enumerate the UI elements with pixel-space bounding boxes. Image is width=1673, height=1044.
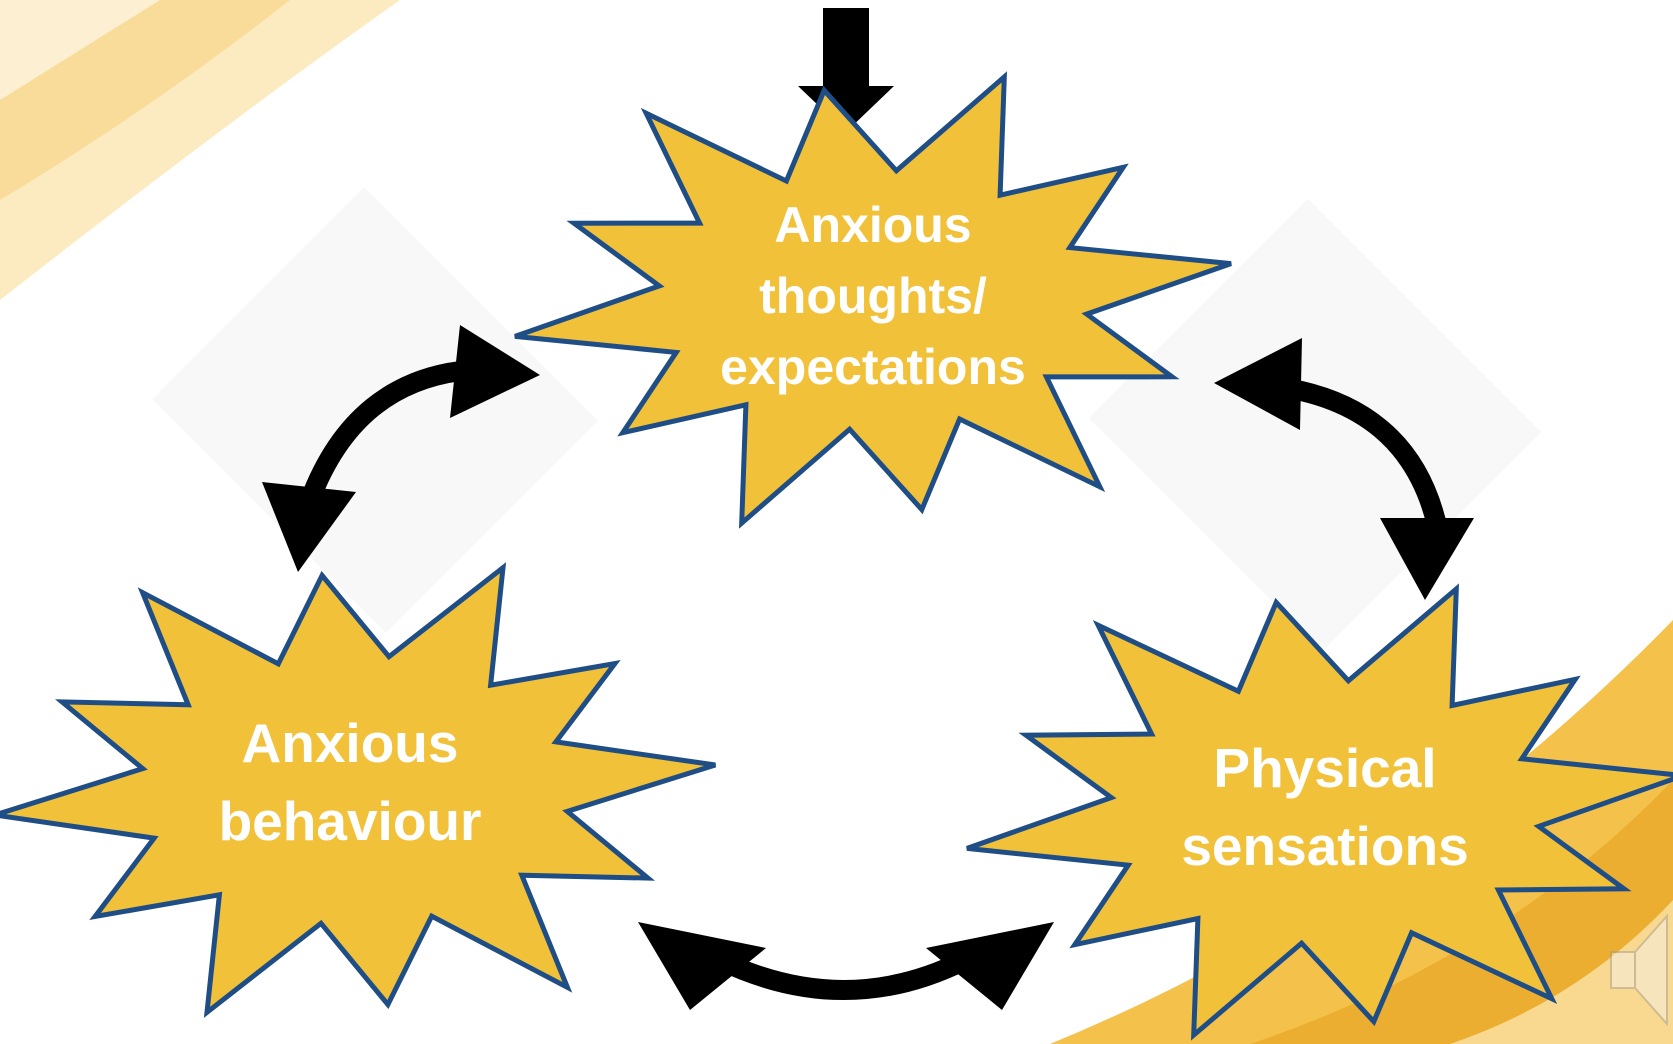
label-thoughts-line2: thoughts/	[759, 268, 987, 324]
label-behaviour-line2: behaviour	[219, 790, 482, 852]
label-sensations-line2: sensations	[1181, 815, 1468, 877]
double-arrow-thoughts-sensations	[1214, 338, 1474, 600]
burst-anxious-behaviour	[0, 562, 717, 1018]
burst-shape	[514, 71, 1232, 529]
double-arrow-behaviour-sensations	[638, 922, 1054, 1010]
burst-shape	[966, 583, 1673, 1041]
label-behaviour-line1: Anxious	[242, 712, 459, 774]
label-thoughts-line1: Anxious	[774, 197, 971, 253]
label-thoughts-line3: expectations	[720, 339, 1026, 395]
burst-physical-sensations	[966, 583, 1673, 1041]
label-sensations-line1: Physical	[1213, 737, 1436, 799]
burst-anxious-thoughts	[514, 71, 1232, 529]
double-arrow-thoughts-behaviour	[262, 325, 540, 572]
decorative-swoosh-top-left	[0, 0, 400, 300]
burst-shape	[0, 562, 717, 1018]
speaker-icon[interactable]	[1610, 913, 1668, 1027]
